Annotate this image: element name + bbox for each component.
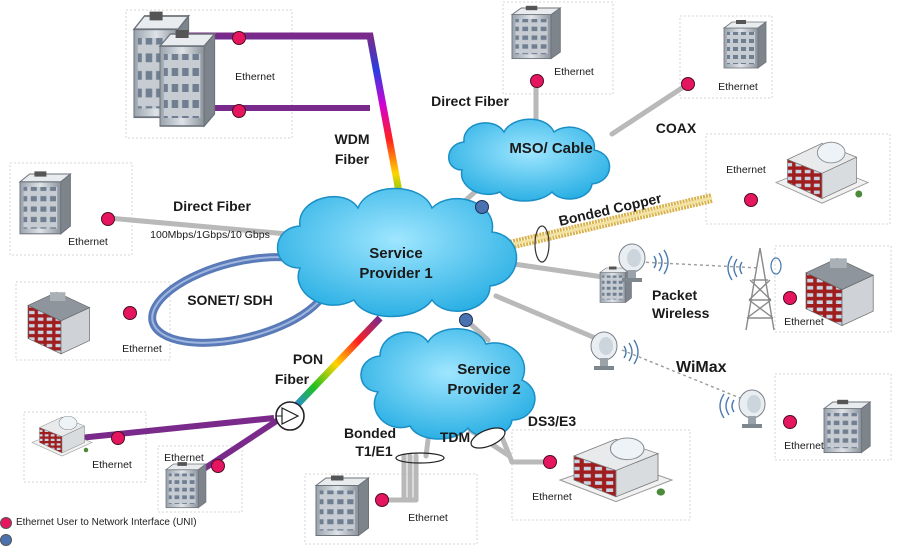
uni-dots <box>101 31 797 507</box>
sonet-label: SONET/ SDH <box>187 292 273 308</box>
direct-fiber-mso-label: Direct Fiber <box>431 93 509 109</box>
office-building-icon <box>823 399 871 454</box>
wdm-label-line2: Fiber <box>335 151 370 167</box>
tdm-label: TDM <box>440 429 470 445</box>
cloud-sp2: Service Provider 2 <box>360 328 536 440</box>
ethernet-labels: Ethernet Ethernet Ethernet Ethernet Ethe… <box>68 66 824 524</box>
waves-icon <box>727 255 743 281</box>
uni-dot-icon <box>0 516 12 529</box>
ethernet-label: Ethernet <box>122 343 162 355</box>
mso-label: MSO/ Cable <box>509 140 592 157</box>
office-building-icon <box>315 474 370 537</box>
ethernet-label: Ethernet <box>726 164 766 176</box>
ethernet-label: Ethernet <box>92 459 132 471</box>
office-building-icon <box>19 170 72 235</box>
coax-label: COAX <box>656 120 697 136</box>
sp2-line2: Provider 2 <box>447 381 520 398</box>
bonded-t1-line1: Bonded <box>344 425 396 441</box>
data-center-icon <box>31 415 93 457</box>
bonded-copper <box>503 193 714 263</box>
ethernet-label: Ethernet <box>408 512 448 524</box>
legend-uni-row: Ethernet User to Network Interface (UNI) <box>0 514 300 531</box>
office-building-icon <box>27 291 91 355</box>
legend-nni-row <box>0 531 300 548</box>
legend: Ethernet User to Network Interface (UNI) <box>0 514 300 548</box>
pon-label-line1: PON <box>293 351 323 367</box>
cell-tower-icon <box>745 247 775 331</box>
waves-icon <box>623 339 639 365</box>
office-building-icon <box>599 266 632 303</box>
satellite-dish-icon <box>590 331 618 371</box>
data-center-icon <box>775 141 869 204</box>
direct-fiber-speed-label: 100Mbps/1Gbps/10 Gbps <box>150 229 270 241</box>
data-center-icon <box>559 437 673 503</box>
cloud-mso: MSO/ Cable <box>448 118 611 202</box>
nni-dot-icon <box>0 533 12 546</box>
office-building-icon <box>511 5 561 60</box>
legend-uni-label: Ethernet User to Network Interface (UNI) <box>16 517 197 528</box>
bonded-t1-line2: T1/E1 <box>355 443 393 459</box>
satellite-dish-icon <box>738 389 766 429</box>
nni-dots <box>459 200 489 327</box>
ethernet-label: Ethernet <box>532 491 572 503</box>
wimax-label: WiMax <box>676 359 727 376</box>
wdm-label-line1: WDM <box>335 131 370 147</box>
office-tower-icon <box>132 10 216 127</box>
waves-icon <box>653 249 669 275</box>
ds3-label: DS3/E3 <box>528 413 576 429</box>
ethernet-label: Ethernet <box>164 452 204 464</box>
cloud-sp1: Service Provider 1 <box>276 187 518 318</box>
ethernet-label: Ethernet <box>784 440 824 452</box>
site-boxes <box>9 1 892 545</box>
sp2-line1: Service <box>457 361 510 378</box>
ethernet-label: Ethernet <box>235 71 275 83</box>
waves-icon <box>719 393 735 419</box>
sp1-line1: Service <box>369 245 422 262</box>
office-building-icon <box>723 19 767 69</box>
ethernet-label: Ethernet <box>784 316 824 328</box>
sp1-line2: Provider 1 <box>359 265 432 282</box>
packet-wireless-line1: Packet <box>652 287 697 303</box>
ethernet-label: Ethernet <box>68 236 108 248</box>
pon-label-line2: Fiber <box>275 371 310 387</box>
direct-fiber-left-label: Direct Fiber <box>173 198 251 214</box>
ethernet-label: Ethernet <box>554 66 594 78</box>
pon-splitter-icon <box>275 401 305 431</box>
ethernet-label: Ethernet <box>718 81 758 93</box>
office-building-icon <box>165 461 207 509</box>
wireless-links <box>621 261 761 399</box>
packet-wireless-line2: Wireless <box>652 305 710 321</box>
